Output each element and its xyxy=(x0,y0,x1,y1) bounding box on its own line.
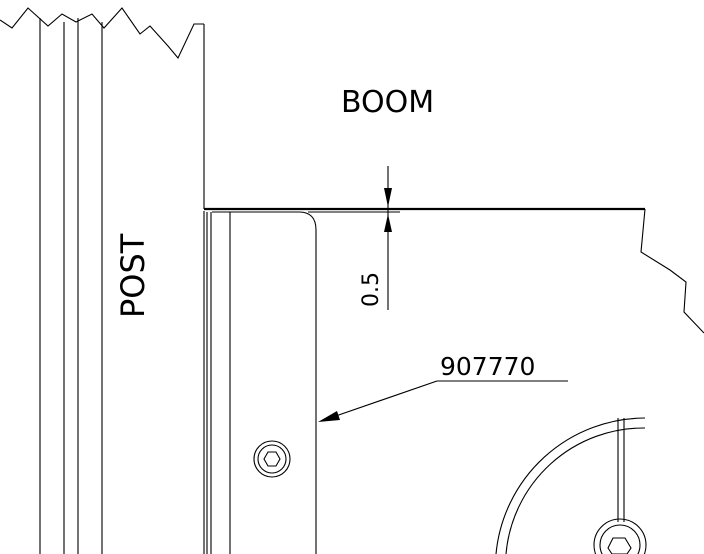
post-break-line xyxy=(0,7,204,60)
boom-break-line xyxy=(640,208,704,334)
boom-member xyxy=(204,207,704,334)
wheel-disc xyxy=(495,417,647,554)
post-label: POST xyxy=(114,233,152,318)
plate-907770 xyxy=(203,211,317,554)
part-callout: 907770 xyxy=(318,352,568,422)
boom-label: BOOM xyxy=(341,85,434,120)
post-member xyxy=(0,7,205,554)
dimension-label: 0.5 xyxy=(359,272,384,307)
dimension-0-5: 0.5 xyxy=(308,166,400,310)
part-number-label: 907770 xyxy=(440,352,535,381)
hex-socket-screw xyxy=(253,440,291,478)
